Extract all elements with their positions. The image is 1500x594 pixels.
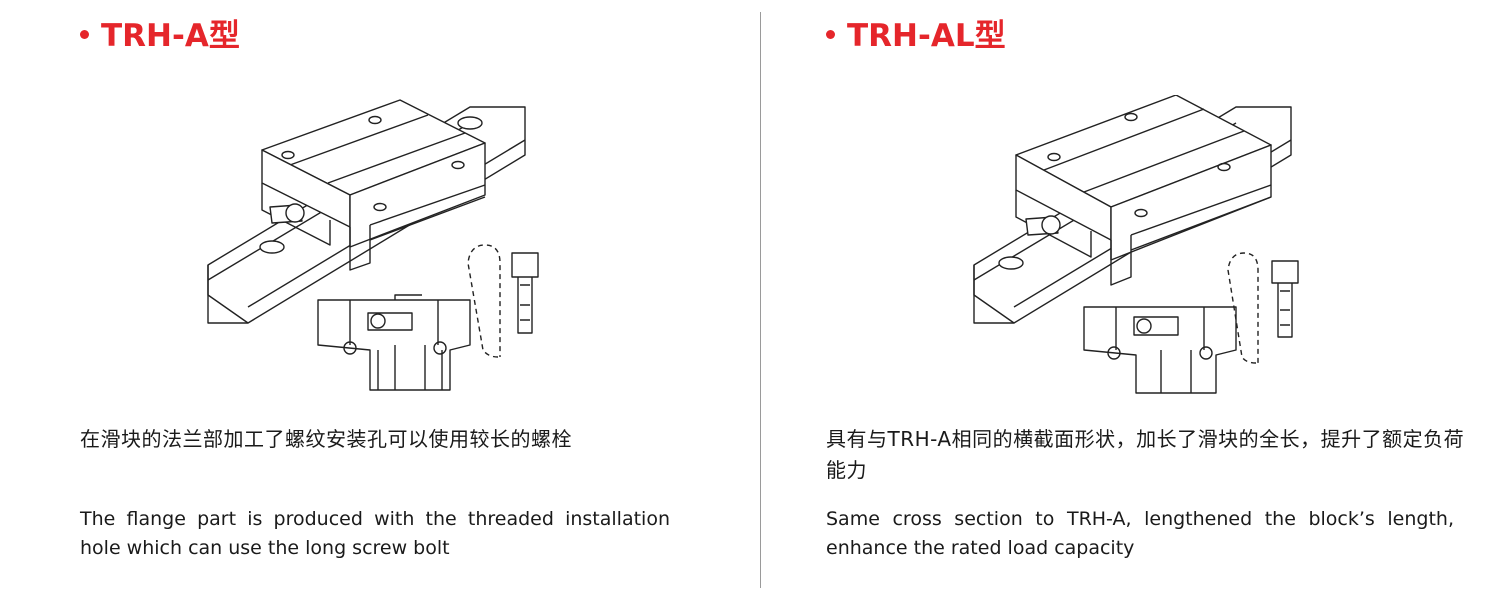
description-en: The flange part is produced with the thr…: [80, 508, 670, 559]
panel-trh-a: TRH-A型: [80, 14, 670, 559]
description-zh: 具有与TRH-A相同的横截面形状，加长了滑块的全长，提升了额定负荷能力: [826, 427, 1465, 482]
bullet-icon: [80, 30, 89, 39]
section-heading-trh-a: TRH-A型: [80, 14, 240, 58]
description-en: Same cross section to TRH-A, lengthened …: [826, 508, 1454, 559]
model-title: TRH-A型: [101, 18, 240, 54]
section-heading-trh-al: TRH-AL型: [826, 14, 1006, 58]
panel-divider: [760, 12, 761, 588]
description-zh: 在滑块的法兰部加工了螺纹安装孔可以使用较长的螺栓: [80, 427, 572, 451]
linear-guide-block-drawing-icon: [200, 95, 540, 395]
model-title: TRH-AL型: [847, 18, 1006, 54]
panel-trh-al: TRH-AL型: [762, 0, 1500, 594]
linear-guide-long-block-drawing-icon: [966, 95, 1306, 395]
bullet-icon: [826, 30, 835, 39]
